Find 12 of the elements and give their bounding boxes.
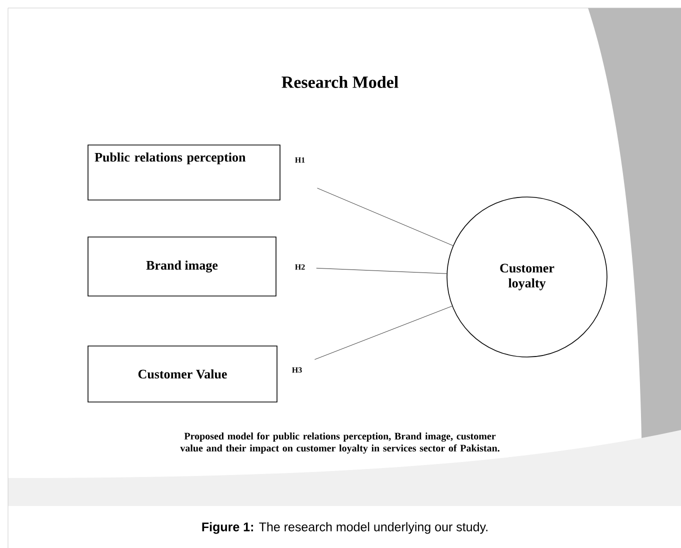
connector-line [314, 306, 452, 360]
hypothesis-label: H1 [295, 157, 305, 163]
hypothesis-label: H3 [292, 367, 302, 373]
hypothesis-label: H2 [295, 264, 305, 270]
connector-line [317, 188, 454, 246]
concept-box: Customer Value [88, 346, 278, 402]
connector-line [316, 268, 447, 274]
concept-box: Brand image [88, 236, 276, 296]
title: Research Model [282, 76, 398, 88]
caption: Figure 1: The research model underlying our study. [202, 522, 488, 534]
concept-box: Public relations perception [88, 144, 280, 200]
figure-note: Proposed model for public relations perception, Brand image, customer value and their impact on customer loyalty in services sector of Pakistan. [180, 432, 500, 454]
